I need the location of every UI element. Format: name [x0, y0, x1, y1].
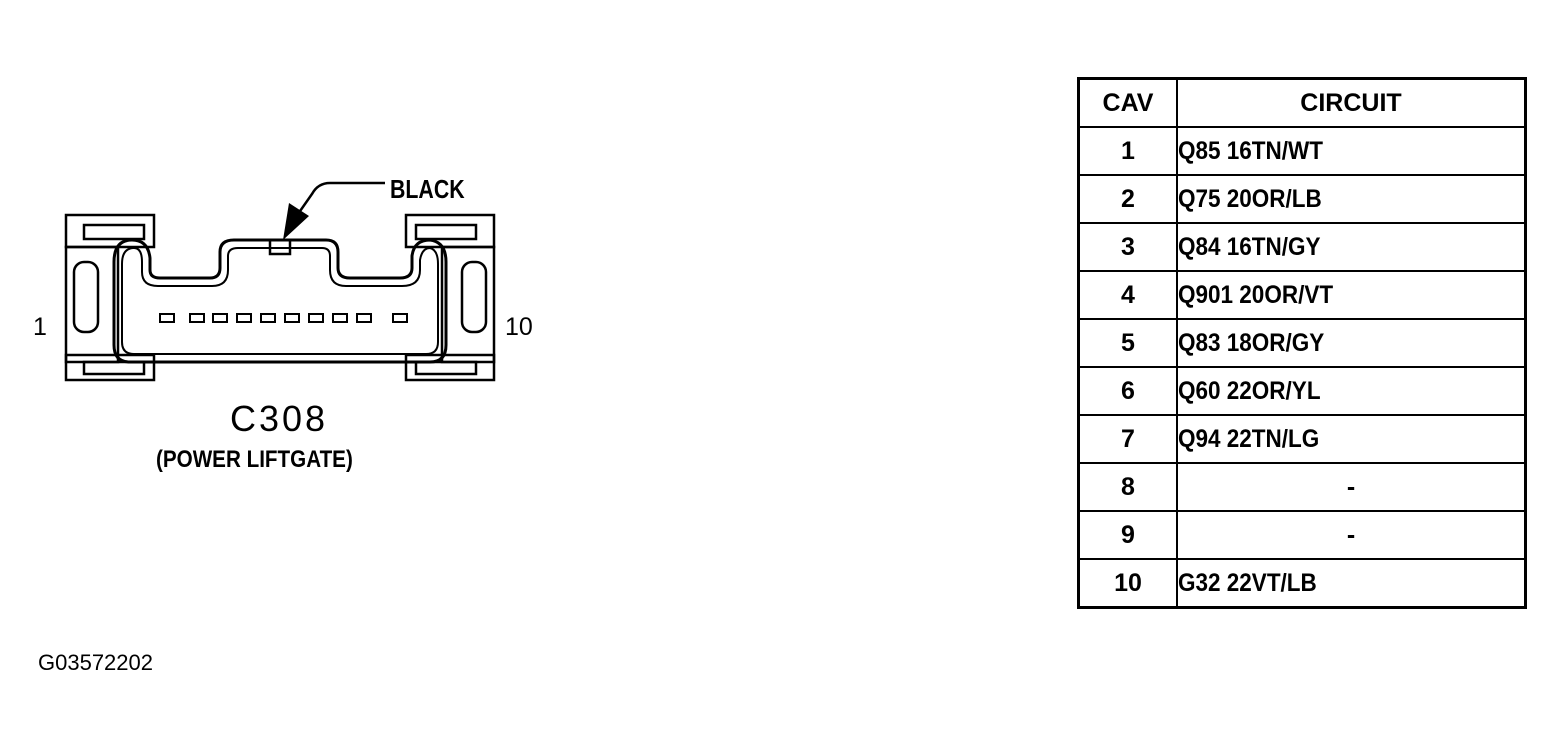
connector-housing — [112, 238, 448, 364]
figure-id: G03572202 — [38, 650, 153, 675]
cav-cell: 8 — [1077, 462, 1178, 512]
circuit-cell: Q85 16TN/WT — [1176, 126, 1527, 176]
table-row: 2 Q75 20OR/LB — [1077, 174, 1527, 224]
table-row: 3 Q84 16TN/GY — [1077, 222, 1527, 272]
cav-cell: 3 — [1077, 222, 1178, 272]
circuit-cell: Q75 20OR/LB — [1176, 174, 1527, 224]
header-circuit: CIRCUIT — [1176, 77, 1527, 128]
cav-cell: 7 — [1077, 414, 1178, 464]
table-row: 8 - — [1077, 462, 1527, 512]
table-row: 4 Q901 20OR/VT — [1077, 270, 1527, 320]
leader-line — [296, 181, 385, 215]
circuit-cell: - — [1176, 510, 1527, 560]
table-row: 1 Q85 16TN/WT — [1077, 126, 1527, 176]
key-tab — [268, 238, 292, 256]
circuit-text: Q84 16TN/GY — [1178, 232, 1321, 261]
header-cav: CAV — [1077, 77, 1178, 128]
circuit-text: Q83 18OR/GY — [1178, 328, 1325, 357]
connector-description: (POWER LIFTGATE) — [156, 446, 353, 473]
circuit-cell: - — [1176, 462, 1527, 512]
circuit-text: Q85 16TN/WT — [1178, 136, 1324, 165]
terminal-cavities — [159, 313, 408, 323]
connector-id: C308 — [230, 398, 329, 439]
left-latch — [64, 213, 156, 382]
cav-cell: 6 — [1077, 366, 1178, 416]
circuit-cell: G32 22VT/LB — [1176, 558, 1527, 609]
circuit-cell: Q94 22TN/LG — [1176, 414, 1527, 464]
table-row: 5 Q83 18OR/GY — [1077, 318, 1527, 368]
table-row: 9 - — [1077, 510, 1527, 560]
circuit-cell: Q60 22OR/YL — [1176, 366, 1527, 416]
table-header-row: CAV CIRCUIT — [1077, 77, 1527, 128]
circuit-text: Q901 20OR/VT — [1178, 280, 1334, 309]
table-row: 7 Q94 22TN/LG — [1077, 414, 1527, 464]
pin-label-first: 1 — [33, 313, 47, 341]
circuit-text: Q94 22TN/LG — [1178, 424, 1320, 453]
leader-arrow-icon — [283, 203, 309, 240]
cav-cell: 2 — [1077, 174, 1178, 224]
pinout-table: CAV CIRCUIT 1 Q85 16TN/WT 2 Q75 20OR/LB … — [1077, 77, 1527, 609]
cav-cell: 1 — [1077, 126, 1178, 176]
circuit-cell: Q84 16TN/GY — [1176, 222, 1527, 272]
connector-color-label: BLACK — [390, 174, 465, 204]
circuit-text: G32 22VT/LB — [1178, 568, 1317, 597]
cav-cell: 10 — [1077, 558, 1178, 609]
right-latch — [404, 213, 496, 382]
cav-cell: 5 — [1077, 318, 1178, 368]
circuit-text: Q60 22OR/YL — [1178, 376, 1321, 405]
circuit-cell: Q901 20OR/VT — [1176, 270, 1527, 320]
cav-cell: 9 — [1077, 510, 1178, 560]
connector-drawing — [64, 181, 496, 382]
pin-label-last: 10 — [505, 313, 533, 341]
circuit-cell: Q83 18OR/GY — [1176, 318, 1527, 368]
cav-cell: 4 — [1077, 270, 1178, 320]
table-row: 6 Q60 22OR/YL — [1077, 366, 1527, 416]
table-row: 10 G32 22VT/LB — [1077, 558, 1527, 609]
circuit-text: Q75 20OR/LB — [1178, 184, 1322, 213]
